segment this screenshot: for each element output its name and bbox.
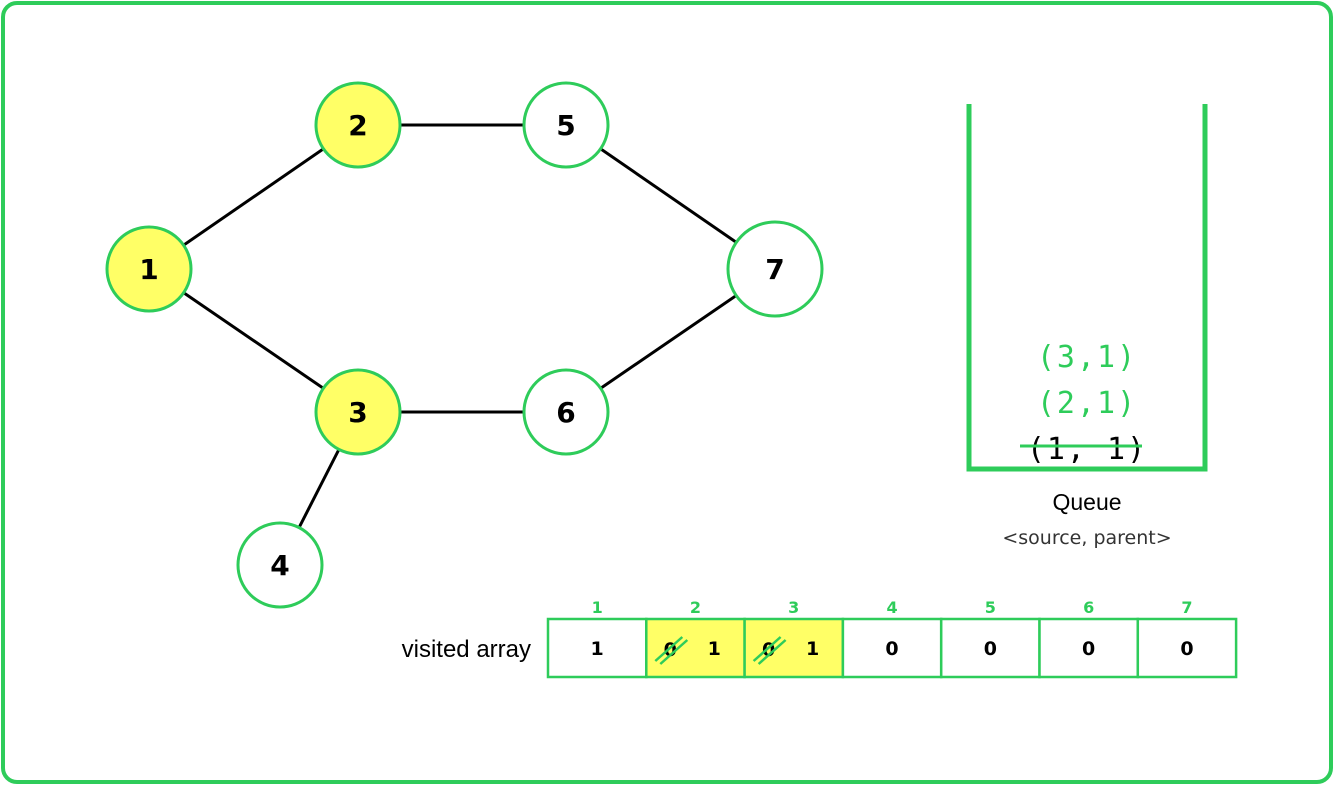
cell-index: 5 — [985, 598, 996, 617]
node-label: 5 — [556, 109, 575, 142]
node-1: 1 — [105, 225, 193, 313]
queue-entry: (3,1) — [1037, 340, 1137, 375]
cell-box — [841, 617, 943, 679]
node-7: 7 — [726, 220, 824, 318]
queue: (3,1) (2,1) (1, 1) Queue <source, parent> — [966, 104, 1208, 549]
cell-box — [546, 617, 648, 679]
visited-cell-1: 11 — [546, 598, 648, 679]
queue-entry-text: (2,1) — [1037, 386, 1137, 421]
queue-entry-text: (3,1) — [1037, 340, 1137, 375]
visited-cell-5: 50 — [939, 598, 1041, 679]
visited-cell-7: 70 — [1136, 598, 1238, 679]
cell-value: 1 — [591, 638, 604, 660]
cell-box — [645, 617, 746, 679]
node-circle — [314, 368, 402, 456]
visited-cell-6: 60 — [1038, 598, 1140, 679]
cell-box — [939, 617, 1041, 679]
cell-index: 1 — [592, 598, 603, 617]
node-circle — [522, 368, 610, 456]
cell-index: 4 — [886, 598, 897, 617]
graph-nodes: 1 2 3 4 5 6 7 — [105, 81, 824, 609]
queue-entry: (2,1) — [1037, 386, 1137, 421]
node-5: 5 — [522, 81, 610, 169]
cell-index: 6 — [1083, 598, 1094, 617]
cell-strike-1 — [654, 636, 684, 662]
queue-entry: (1, 1) — [1020, 432, 1147, 467]
queue-container — [966, 104, 1208, 472]
node-label: 3 — [348, 396, 367, 429]
cell-strike-2 — [757, 639, 787, 665]
node-circle — [522, 81, 610, 169]
visited-cell-4: 40 — [841, 598, 943, 679]
cell-value: 1 — [708, 638, 721, 660]
node-label: 1 — [139, 253, 158, 286]
cell-value: 0 — [1180, 638, 1193, 660]
node-circle — [726, 220, 824, 318]
cell-index: 7 — [1181, 598, 1192, 617]
node-circle — [236, 521, 324, 609]
node-2: 2 — [314, 81, 402, 169]
node-label: 7 — [765, 253, 784, 286]
cell-box — [743, 617, 845, 679]
node-4: 4 — [236, 521, 324, 609]
visited-array-label: visited array — [402, 636, 531, 663]
cell-box — [1038, 617, 1140, 679]
node-label: 6 — [556, 396, 575, 429]
node-6: 6 — [522, 368, 610, 456]
cell-box — [1136, 617, 1238, 679]
cell-value: 1 — [806, 638, 819, 660]
node-3: 3 — [314, 368, 402, 456]
cell-value: 0 — [1082, 638, 1095, 660]
node-label: 4 — [270, 549, 289, 582]
cell-value: 0 — [984, 638, 997, 660]
node-circle — [105, 225, 193, 313]
cell-index: 2 — [690, 598, 701, 617]
queue-entry-text: (1, 1) — [1027, 432, 1147, 467]
cell-index: 3 — [788, 598, 799, 617]
node-circle — [314, 81, 402, 169]
cell-value: 0 — [885, 638, 898, 660]
queue-subcaption: <source, parent> — [1002, 527, 1171, 549]
node-label: 2 — [348, 109, 367, 142]
cell-strike-2 — [659, 639, 689, 665]
queue-caption: Queue — [1052, 489, 1121, 515]
queue-entries: (3,1) (2,1) (1, 1) — [1020, 340, 1147, 467]
cell-strike-1 — [752, 636, 782, 662]
